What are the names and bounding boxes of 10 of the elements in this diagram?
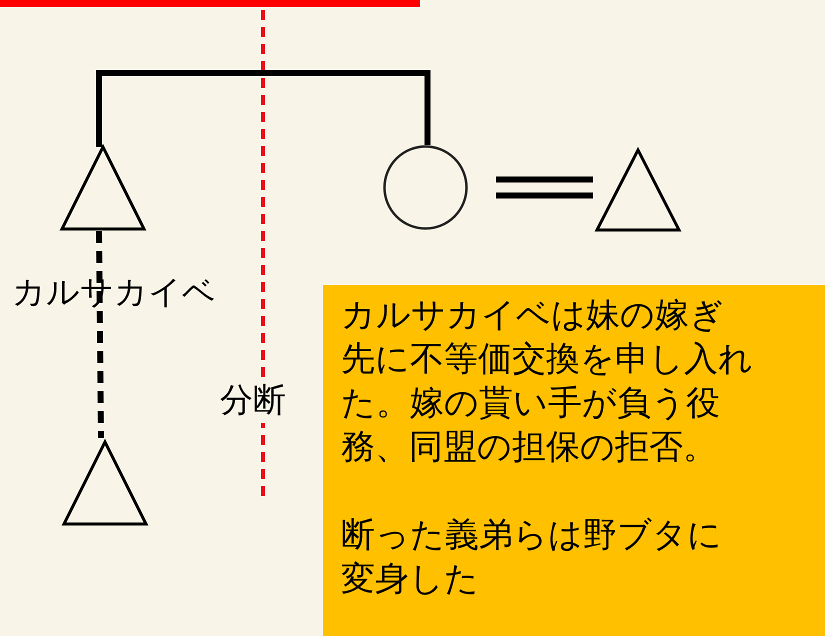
sibling-line [96,70,430,147]
male-triangle [62,440,148,526]
dashed-line [96,230,104,438]
male-triangle [595,148,681,232]
marriage-line [496,176,593,198]
male-triangle [60,145,146,231]
note-text: カルサカイベは妹の嫁ぎ先に不等価交換を申し入れた。嫁の貰い手が負う役務、同盟の担保の拒否。 [341,294,753,469]
female-circle [383,145,468,230]
note-box [323,285,825,636]
note-text: 断った義弟らは野ブタに変身した [341,514,723,601]
